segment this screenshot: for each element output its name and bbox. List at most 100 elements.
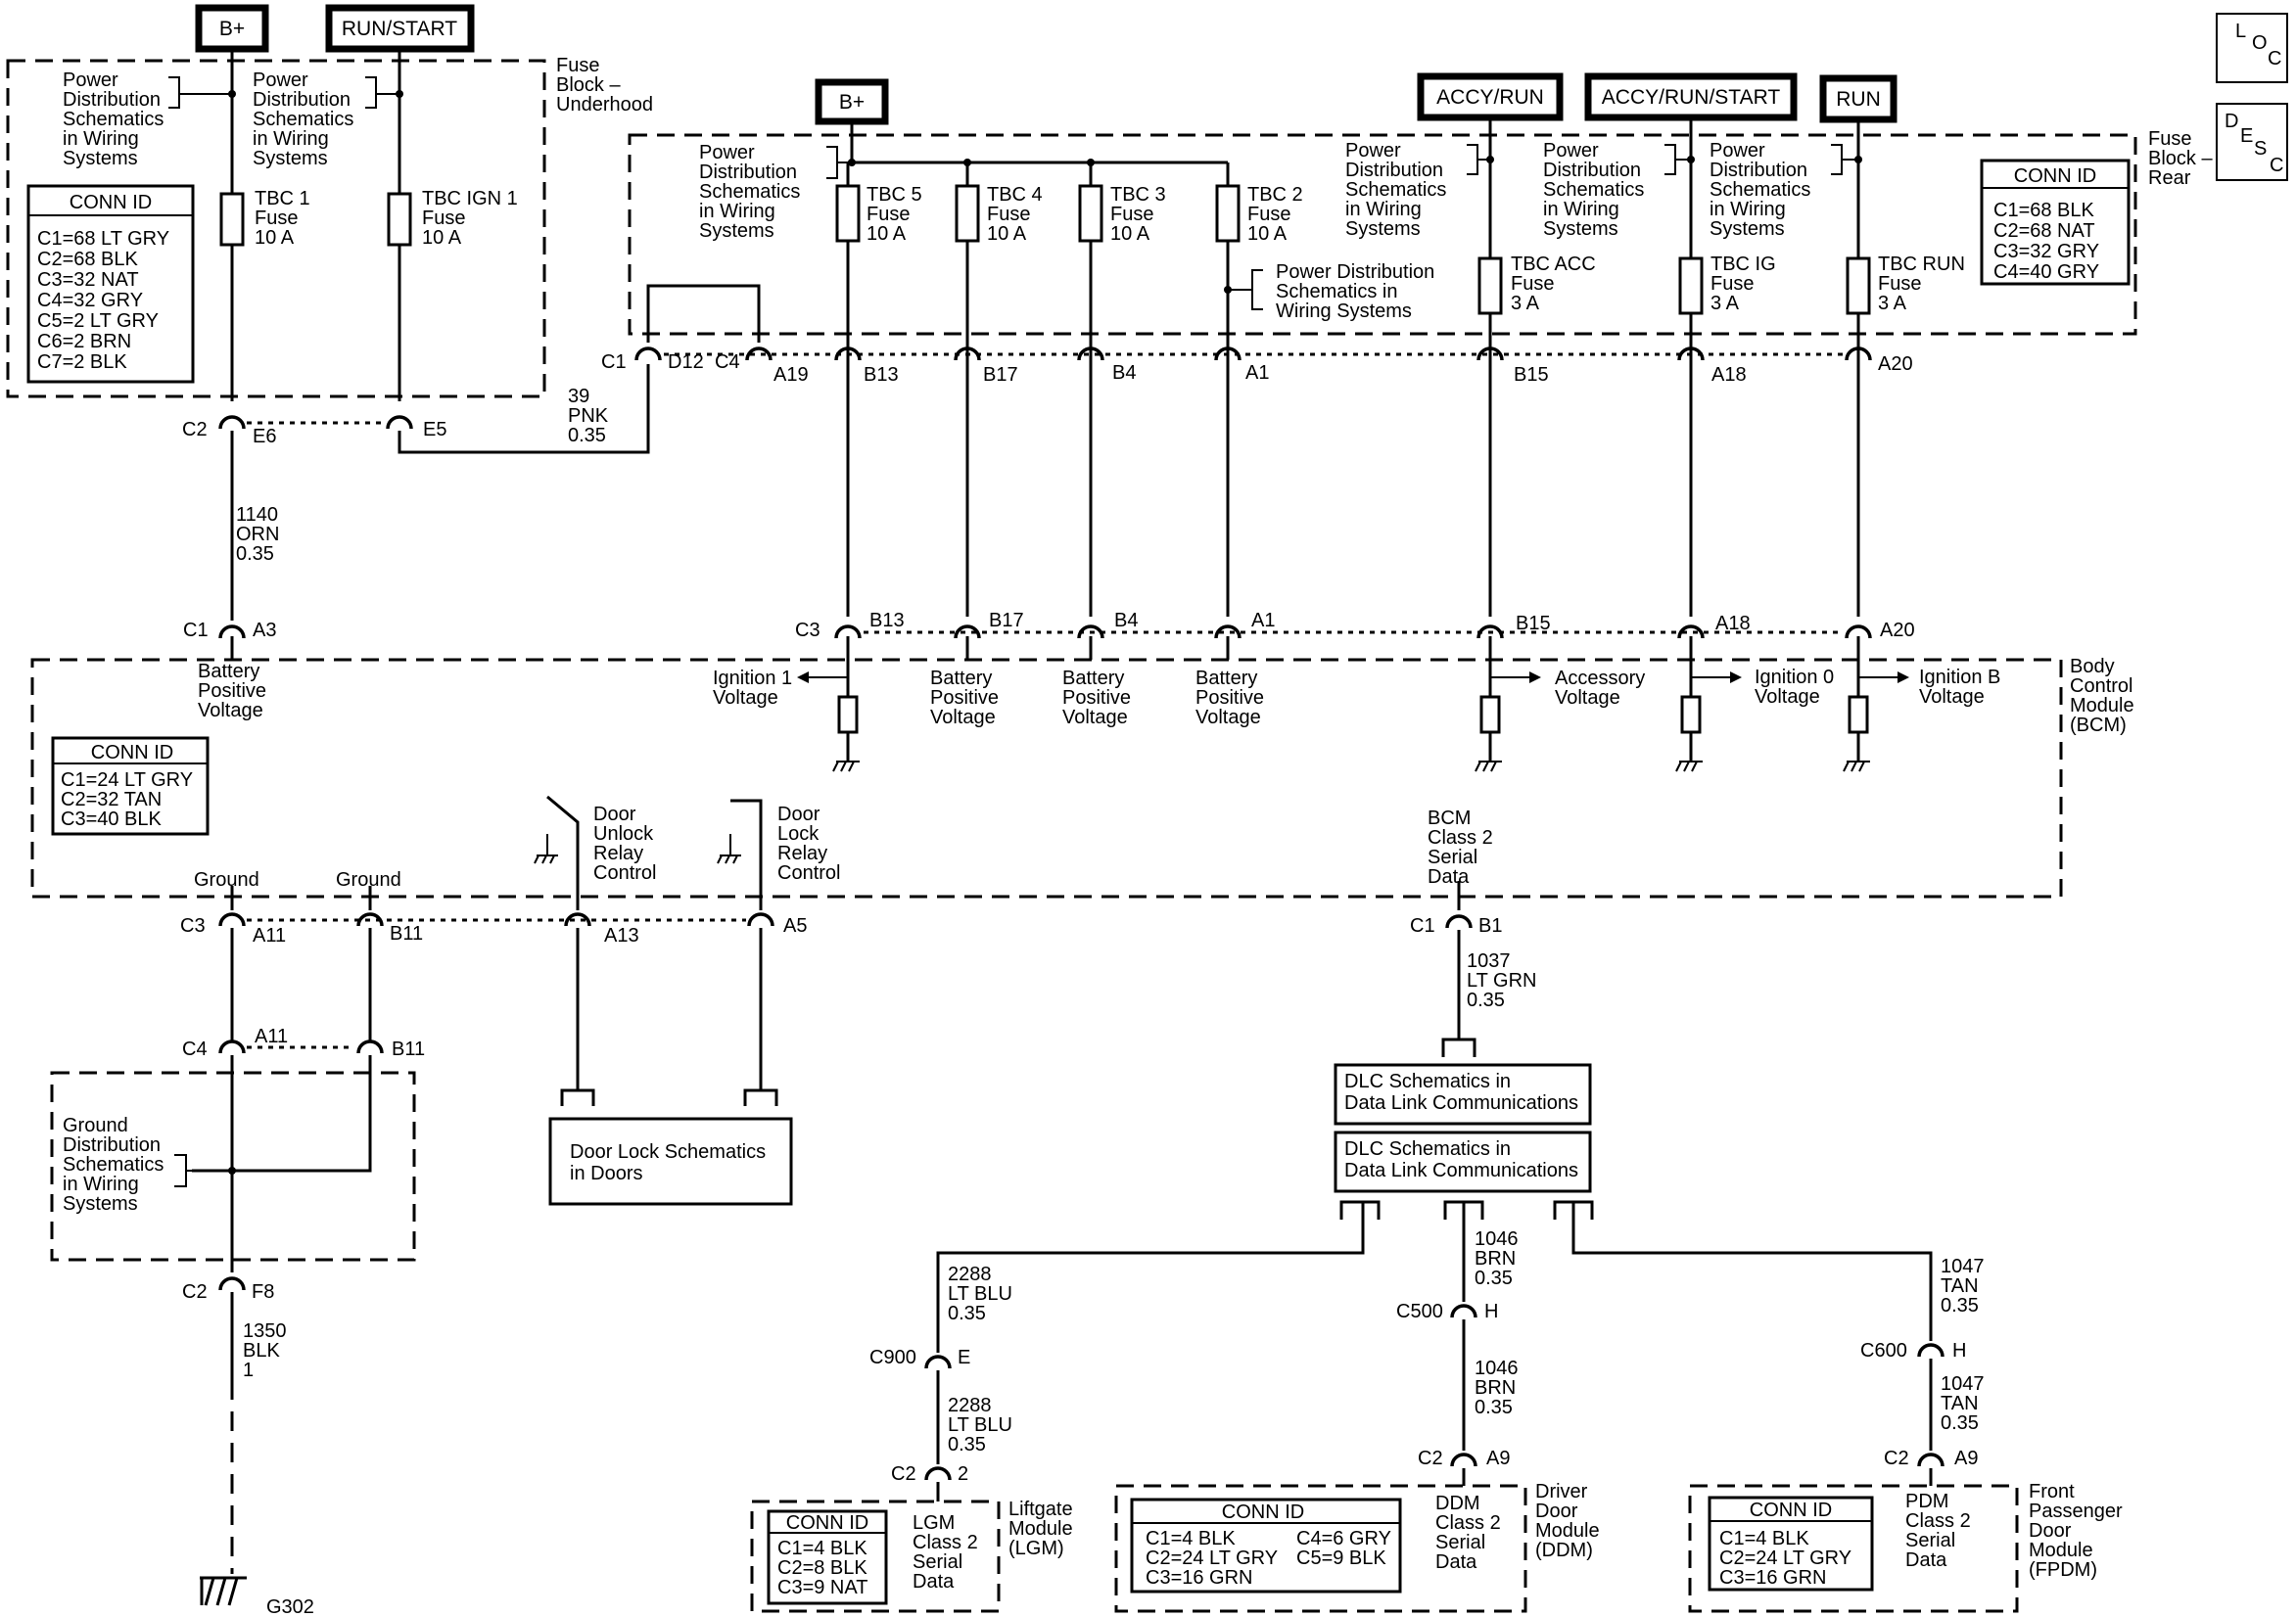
svg-text:Fuse: Fuse (1710, 273, 1754, 295)
svg-text:DLC Schematics in: DLC Schematics in (1344, 1138, 1511, 1160)
svg-text:TBC RUN: TBC RUN (1878, 254, 1965, 275)
svg-text:BRN: BRN (1475, 1248, 1516, 1270)
svg-text:Power: Power (253, 69, 308, 91)
fuse-tbc-ig-icon (1678, 256, 1704, 315)
svg-text:PDM: PDM (1905, 1491, 1948, 1512)
svg-text:Systems: Systems (1543, 218, 1618, 240)
connector-lgm-c2: C2 2 (891, 1463, 968, 1485)
svg-text:B+: B+ (219, 18, 245, 40)
svg-text:C2: C2 (891, 1463, 916, 1485)
ground-distribution-box: Ground Distribution Schematics in Wiring… (50, 1071, 416, 1262)
svg-text:CONN ID: CONN ID (1222, 1502, 1304, 1523)
svg-text:B1: B1 (1478, 915, 1502, 937)
svg-text:1140: 1140 (236, 504, 278, 526)
svg-text:A11: A11 (253, 925, 286, 947)
svg-text:D12: D12 (668, 351, 704, 373)
svg-text:A3: A3 (253, 620, 276, 641)
svg-text:A1: A1 (1251, 610, 1275, 631)
svg-text:C600: C600 (1860, 1340, 1907, 1362)
svg-text:Class 2: Class 2 (913, 1532, 978, 1553)
wire-1047-label-b: 1047 TAN 0.35 (1941, 1373, 1985, 1434)
svg-text:TAN: TAN (1941, 1393, 1979, 1414)
liftgate-module: CONN ID C1=4 BLK C2=8 BLK C3=9 NAT LGM C… (750, 1499, 1073, 1613)
svg-text:E5: E5 (423, 419, 446, 440)
svg-text:in Doors: in Doors (570, 1163, 642, 1184)
svg-text:Serial: Serial (913, 1551, 962, 1573)
svg-text:Fuse: Fuse (1247, 204, 1290, 225)
svg-text:1046: 1046 (1475, 1358, 1519, 1379)
connector-fpdm-c2: C2 A9 (1884, 1448, 1978, 1469)
svg-text:3 A: 3 A (1511, 293, 1540, 314)
svg-text:Power Distribution: Power Distribution (1276, 261, 1434, 283)
svg-text:Fuse: Fuse (255, 208, 298, 229)
fuse-tbc1-icon (219, 192, 245, 247)
svg-text:C4: C4 (715, 351, 740, 373)
svg-text:C2=32 TAN: C2=32 TAN (61, 789, 162, 810)
svg-text:C4: C4 (182, 1039, 208, 1060)
svg-text:F8: F8 (252, 1281, 274, 1303)
svg-text:Fuse: Fuse (987, 204, 1030, 225)
svg-text:Serial: Serial (1905, 1530, 1955, 1551)
svg-text:Positive: Positive (1062, 687, 1131, 709)
svg-text:C1=4 BLK: C1=4 BLK (1719, 1528, 1809, 1549)
svg-text:S: S (2254, 138, 2267, 160)
svg-text:(LGM): (LGM) (1008, 1538, 1064, 1559)
driver-door-module: CONN ID C1=4 BLK C2=24 LT GRY C3=16 GRN … (1114, 1481, 1600, 1613)
svg-text:Systems: Systems (1345, 218, 1421, 240)
door-lock-schematics-box: Door Lock Schematics in Doors (548, 1117, 793, 1206)
svg-text:LT BLU: LT BLU (948, 1283, 1012, 1305)
svg-text:C4=40 GRY: C4=40 GRY (1993, 261, 2099, 283)
svg-text:Positive: Positive (1195, 687, 1264, 709)
svg-text:Passenger: Passenger (2029, 1501, 2123, 1522)
svg-text:E: E (2240, 125, 2253, 147)
svg-text:C3: C3 (180, 915, 206, 937)
svg-text:TBC 4: TBC 4 (987, 184, 1043, 206)
source-run-start: RUN/START (325, 4, 475, 53)
svg-text:B17: B17 (989, 610, 1024, 631)
svg-text:C2=24 LT GRY: C2=24 LT GRY (1719, 1548, 1851, 1569)
svg-text:Fuse: Fuse (422, 208, 465, 229)
svg-text:ACCY/RUN/START: ACCY/RUN/START (1602, 86, 1781, 109)
wire-2288-label-a: 2288 LT BLU 0.35 (948, 1264, 1012, 1324)
svg-text:Liftgate: Liftgate (1008, 1499, 1073, 1520)
svg-text:Ignition 0: Ignition 0 (1755, 667, 1834, 688)
svg-text:TBC 5: TBC 5 (867, 184, 922, 206)
svg-text:Distribution: Distribution (253, 89, 351, 111)
svg-text:Door: Door (1535, 1501, 1578, 1522)
svg-text:Battery: Battery (930, 668, 992, 689)
svg-text:Fuse: Fuse (1110, 204, 1153, 225)
svg-text:Distribution: Distribution (1710, 160, 1807, 181)
svg-text:Systems: Systems (1710, 218, 1785, 240)
source-b-plus-1: B+ (195, 4, 269, 53)
svg-text:BRN: BRN (1475, 1377, 1516, 1399)
svg-text:C1: C1 (601, 351, 627, 373)
svg-text:C1=4 BLK: C1=4 BLK (777, 1538, 867, 1559)
svg-text:Fuse: Fuse (2148, 128, 2191, 150)
svg-text:Voltage: Voltage (198, 700, 263, 721)
svg-text:Battery: Battery (198, 661, 259, 682)
svg-text:A20: A20 (1880, 620, 1915, 641)
svg-text:D: D (2225, 111, 2238, 132)
svg-text:B15: B15 (1514, 364, 1549, 386)
svg-text:C2=68 BLK: C2=68 BLK (37, 249, 139, 270)
svg-text:Voltage: Voltage (713, 687, 778, 709)
svg-text:Wiring Systems: Wiring Systems (1276, 300, 1412, 322)
source-run: RUN (1819, 74, 1898, 123)
svg-text:Schematics: Schematics (253, 109, 353, 130)
svg-text:Module: Module (1535, 1520, 1600, 1542)
svg-text:TBC ACC: TBC ACC (1511, 254, 1596, 275)
svg-text:O: O (2252, 32, 2268, 54)
svg-text:A13: A13 (604, 925, 639, 947)
connector-c500: C500 H (1396, 1301, 1498, 1322)
svg-text:in Wiring: in Wiring (63, 128, 139, 150)
svg-text:A18: A18 (1715, 613, 1751, 634)
svg-text:Block –: Block – (2148, 148, 2213, 169)
svg-text:Door: Door (2029, 1520, 2072, 1542)
svg-text:Schematics: Schematics (63, 109, 164, 130)
svg-text:Ignition B: Ignition B (1919, 667, 2000, 688)
fuse-tbc5-icon (835, 184, 861, 243)
svg-text:LT GRN: LT GRN (1467, 970, 1537, 992)
source-accy-run-start: ACCY/RUN/START (1584, 72, 1798, 121)
svg-text:Front: Front (2029, 1481, 2075, 1502)
svg-text:C3=16 GRN: C3=16 GRN (1146, 1567, 1253, 1589)
